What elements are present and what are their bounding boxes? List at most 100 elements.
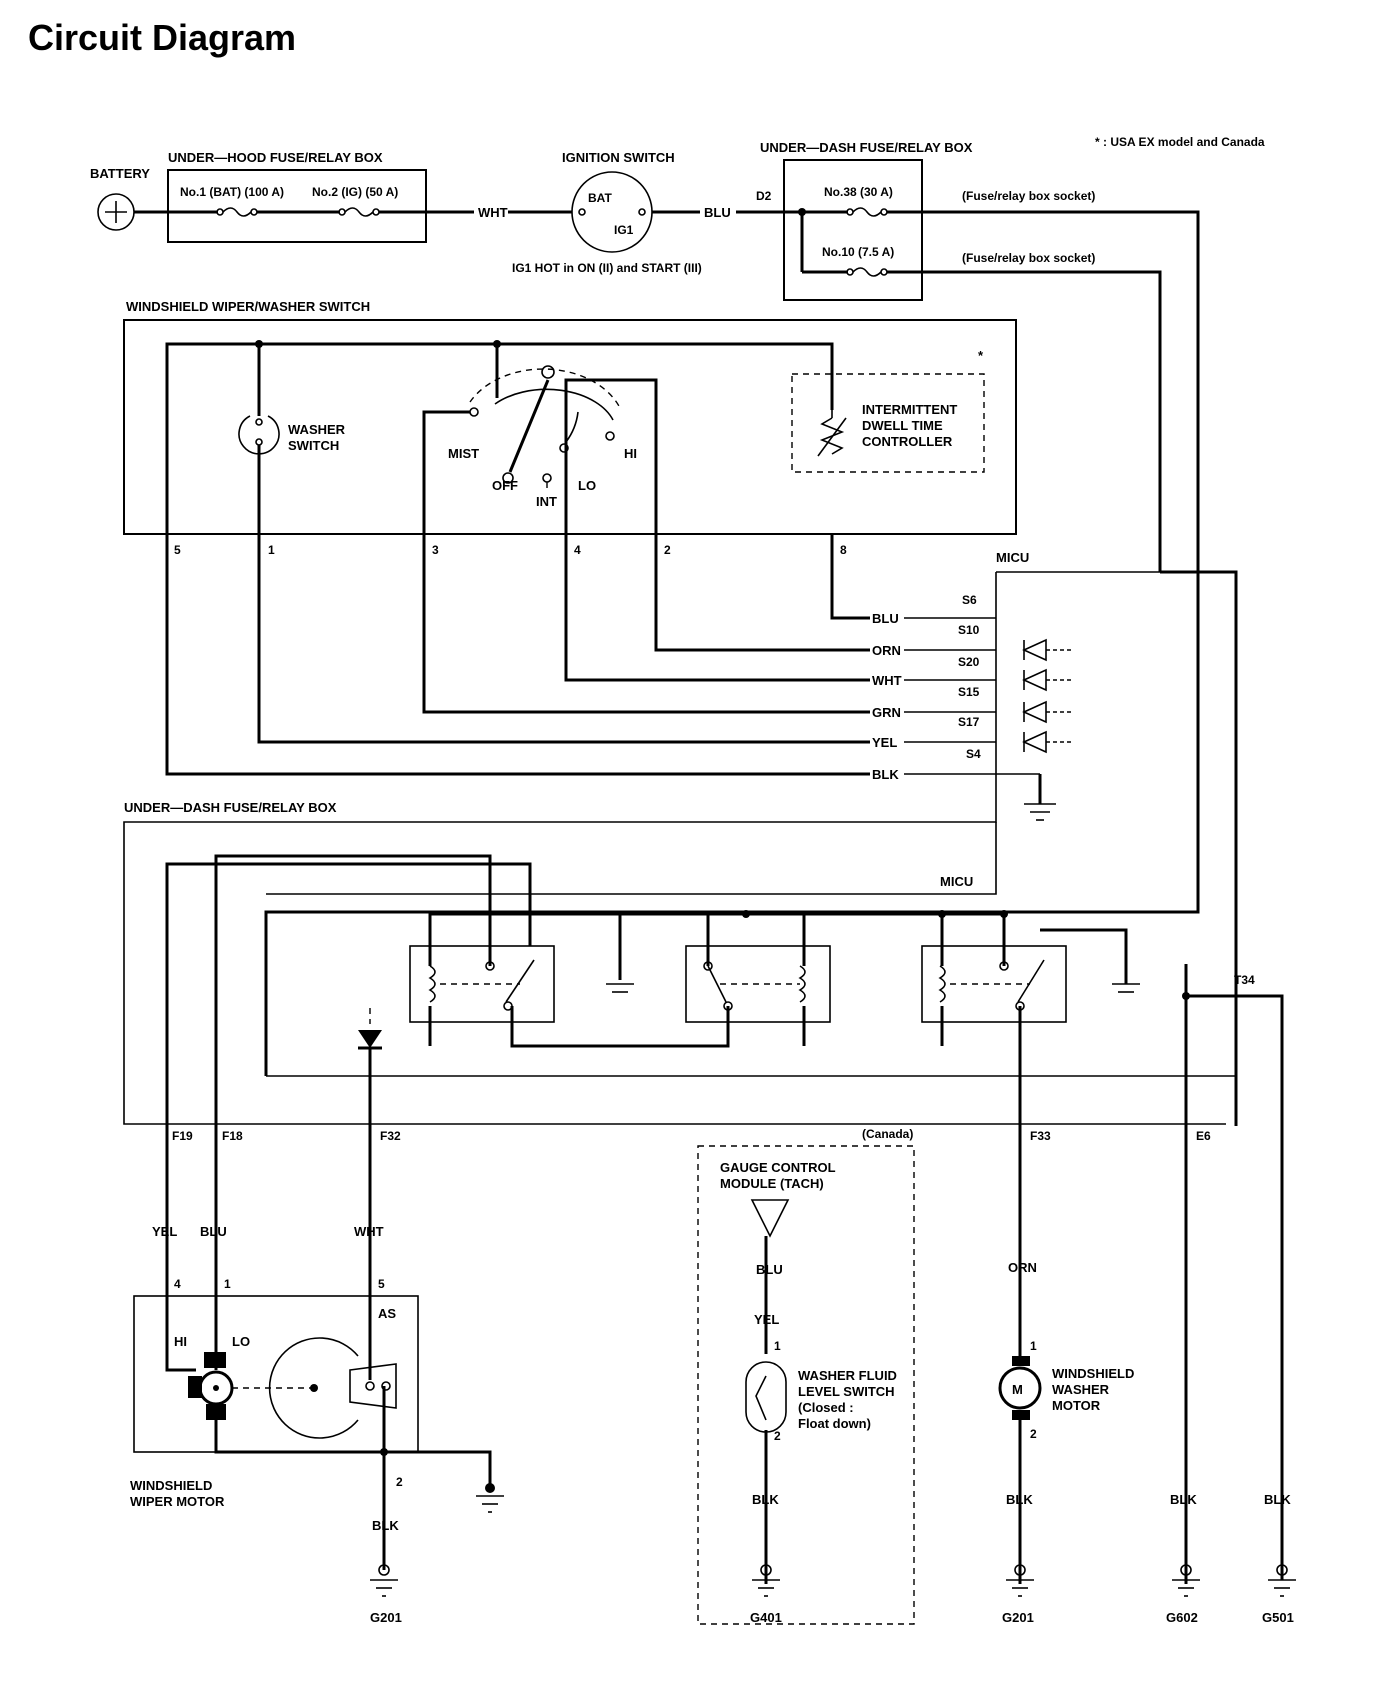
wiper-motor-cam-icon <box>268 1337 359 1439</box>
motor-lo: LO <box>232 1334 250 1349</box>
pin-f19: F19 <box>172 1129 193 1143</box>
gauge-wire-yel: YEL <box>754 1312 779 1327</box>
gauge-wire-blk: BLK <box>752 1492 779 1507</box>
svg-text:GAUGE CONTROL: GAUGE CONTROL <box>720 1160 836 1175</box>
ground-g602: G602 <box>1166 1610 1198 1625</box>
fluid-pin-1: 1 <box>774 1339 781 1353</box>
fuse-no2-icon <box>344 207 374 217</box>
motor-as: AS <box>378 1306 396 1321</box>
socket-label-1: (Fuse/relay box socket) <box>962 189 1095 203</box>
ground-g201b: G201 <box>1002 1610 1034 1625</box>
gauge-input-icon <box>750 1199 790 1238</box>
pin-s17: S17 <box>958 715 980 729</box>
micu-wire-grn: GRN <box>872 705 901 720</box>
svg-text:UNDER—HOOD FUSE/RELAY BOX: UNDER—HOOD FUSE/RELAY BOX <box>168 150 383 165</box>
svg-text:IGNITION SWITCH: IGNITION SWITCH <box>562 150 675 165</box>
pin-f33: F33 <box>1030 1129 1051 1143</box>
svg-text:WASHER: WASHER <box>288 422 346 437</box>
wire-no38-feed <box>264 210 1200 1076</box>
underdash-fuse-box-top: UNDER—DASH FUSE/RELAY BOX D2 No.38 (30 A… <box>756 140 973 301</box>
pin-s15: S15 <box>958 685 980 699</box>
canada-note: (Canada) <box>862 1127 913 1141</box>
fuse-no1-label: No.1 (BAT) (100 A) <box>180 185 284 199</box>
gauge-wire-blu: BLU <box>756 1262 783 1277</box>
underdash-box-mid-label: UNDER—DASH FUSE/RELAY BOX <box>124 800 337 815</box>
switch-pin-3: 3 <box>432 543 439 557</box>
svg-text:WIPER MOTOR: WIPER MOTOR <box>130 1494 225 1509</box>
pin-f18: F18 <box>222 1129 243 1143</box>
washer-motor-pin-2: 2 <box>1030 1427 1037 1441</box>
svg-text:MODULE (TACH): MODULE (TACH) <box>720 1176 824 1191</box>
relay-coil-icon <box>428 965 436 1003</box>
svg-text:WINDSHIELD: WINDSHIELD <box>130 1478 212 1493</box>
fluid-pin-2: 2 <box>774 1429 781 1443</box>
underhood-fuse-box: UNDER—HOOD FUSE/RELAY BOX No.1 (BAT) (10… <box>167 150 427 243</box>
resistor-icon <box>817 410 847 457</box>
washer-fluid-switch-icon <box>745 1361 787 1433</box>
switch-pin-8: 8 <box>840 543 847 557</box>
ground-g401-icon <box>752 1579 780 1597</box>
wire-wht-label-2: WHT <box>354 1224 384 1239</box>
idtc-star: * <box>978 348 984 363</box>
fuse-no10-icon <box>852 267 882 277</box>
washer-motor: ORN 1 M 2 WINDSHIELD WASHER MOTOR BLK G2… <box>998 1124 1134 1625</box>
pin-s6: S6 <box>962 593 977 607</box>
ground-g201a: G201 <box>370 1610 402 1625</box>
switch-pin-2: 2 <box>664 543 671 557</box>
fuse-no2-label: No.2 (IG) (50 A) <box>312 185 398 199</box>
pin-s10: S10 <box>958 623 980 637</box>
micu-diode-icons <box>1022 638 1072 754</box>
svg-text:BATTERY: BATTERY <box>90 166 150 181</box>
svg-text:M: M <box>1012 1382 1023 1397</box>
mode-lo: LO <box>578 478 596 493</box>
mode-hi: HI <box>624 446 637 461</box>
relay-coil-icon <box>938 965 946 1003</box>
ground-g201a-icon <box>370 1579 398 1597</box>
wiper-washer-switch: WINDSHIELD WIPER/WASHER SWITCH WASHER SW… <box>123 299 1017 557</box>
pin-d2: D2 <box>756 189 772 203</box>
svg-text:DWELL TIME: DWELL TIME <box>862 418 943 433</box>
battery: BATTERY <box>90 166 150 231</box>
mode-off: OFF <box>492 478 518 493</box>
underdash-box-mid-outline <box>123 572 1226 1125</box>
svg-text:MOTOR: MOTOR <box>1052 1398 1101 1413</box>
wire-blu-label-2: BLU <box>200 1224 227 1239</box>
page-title: Circuit Diagram <box>28 17 296 58</box>
wire-blu-label: BLU <box>704 205 731 220</box>
ground-g602-icon <box>1172 1579 1200 1597</box>
idtc-box <box>791 373 985 473</box>
svg-text:CONTROLLER: CONTROLLER <box>862 434 953 449</box>
ground-g201b-icon <box>1006 1579 1034 1597</box>
micu-wire-orn: ORN <box>872 643 901 658</box>
pin-f32: F32 <box>380 1129 401 1143</box>
washer-motor-pin-1: 1 <box>1030 1339 1037 1353</box>
washer-motor-icon <box>998 1366 1042 1410</box>
motor-pin-2: 2 <box>396 1475 403 1489</box>
svg-text:WINDSHIELD: WINDSHIELD <box>1052 1366 1134 1381</box>
relay-2 <box>685 945 831 1023</box>
relay-coil-icon <box>798 965 806 1003</box>
pin-t34: T34 <box>1234 973 1255 987</box>
wire-blk-g602: BLK <box>1170 1492 1197 1507</box>
micu-wire-yel: YEL <box>872 735 897 750</box>
ignition-note: IG1 HOT in ON (II) and START (III) <box>512 261 702 275</box>
micu-wire-blk: BLK <box>872 767 899 782</box>
relay-ground-icons <box>606 983 1140 993</box>
model-note: * : USA EX model and Canada <box>1095 135 1265 149</box>
micu-ground-icon <box>1024 803 1056 821</box>
svg-text:BAT: BAT <box>588 191 612 205</box>
gauge-fluid-section: GAUGE CONTROL MODULE (TACH) BLU YEL 1 2 … <box>697 1145 915 1625</box>
svg-text:UNDER—DASH FUSE/RELAY BOX: UNDER—DASH FUSE/RELAY BOX <box>760 140 973 155</box>
svg-text:INTERMITTENT: INTERMITTENT <box>862 402 957 417</box>
svg-text:WASHER FLUID: WASHER FLUID <box>798 1368 897 1383</box>
micu-wire-wht: WHT <box>872 673 902 688</box>
motor-case-ground-icon <box>476 1495 504 1513</box>
relay-3 <box>921 945 1067 1023</box>
socket-label-2: (Fuse/relay box socket) <box>962 251 1095 265</box>
wire-f19 <box>165 862 532 1124</box>
fuse-no38-label: No.38 (30 A) <box>824 185 893 199</box>
wire-no10-feed <box>887 270 1162 572</box>
motor-pin-4: 4 <box>174 1277 181 1291</box>
